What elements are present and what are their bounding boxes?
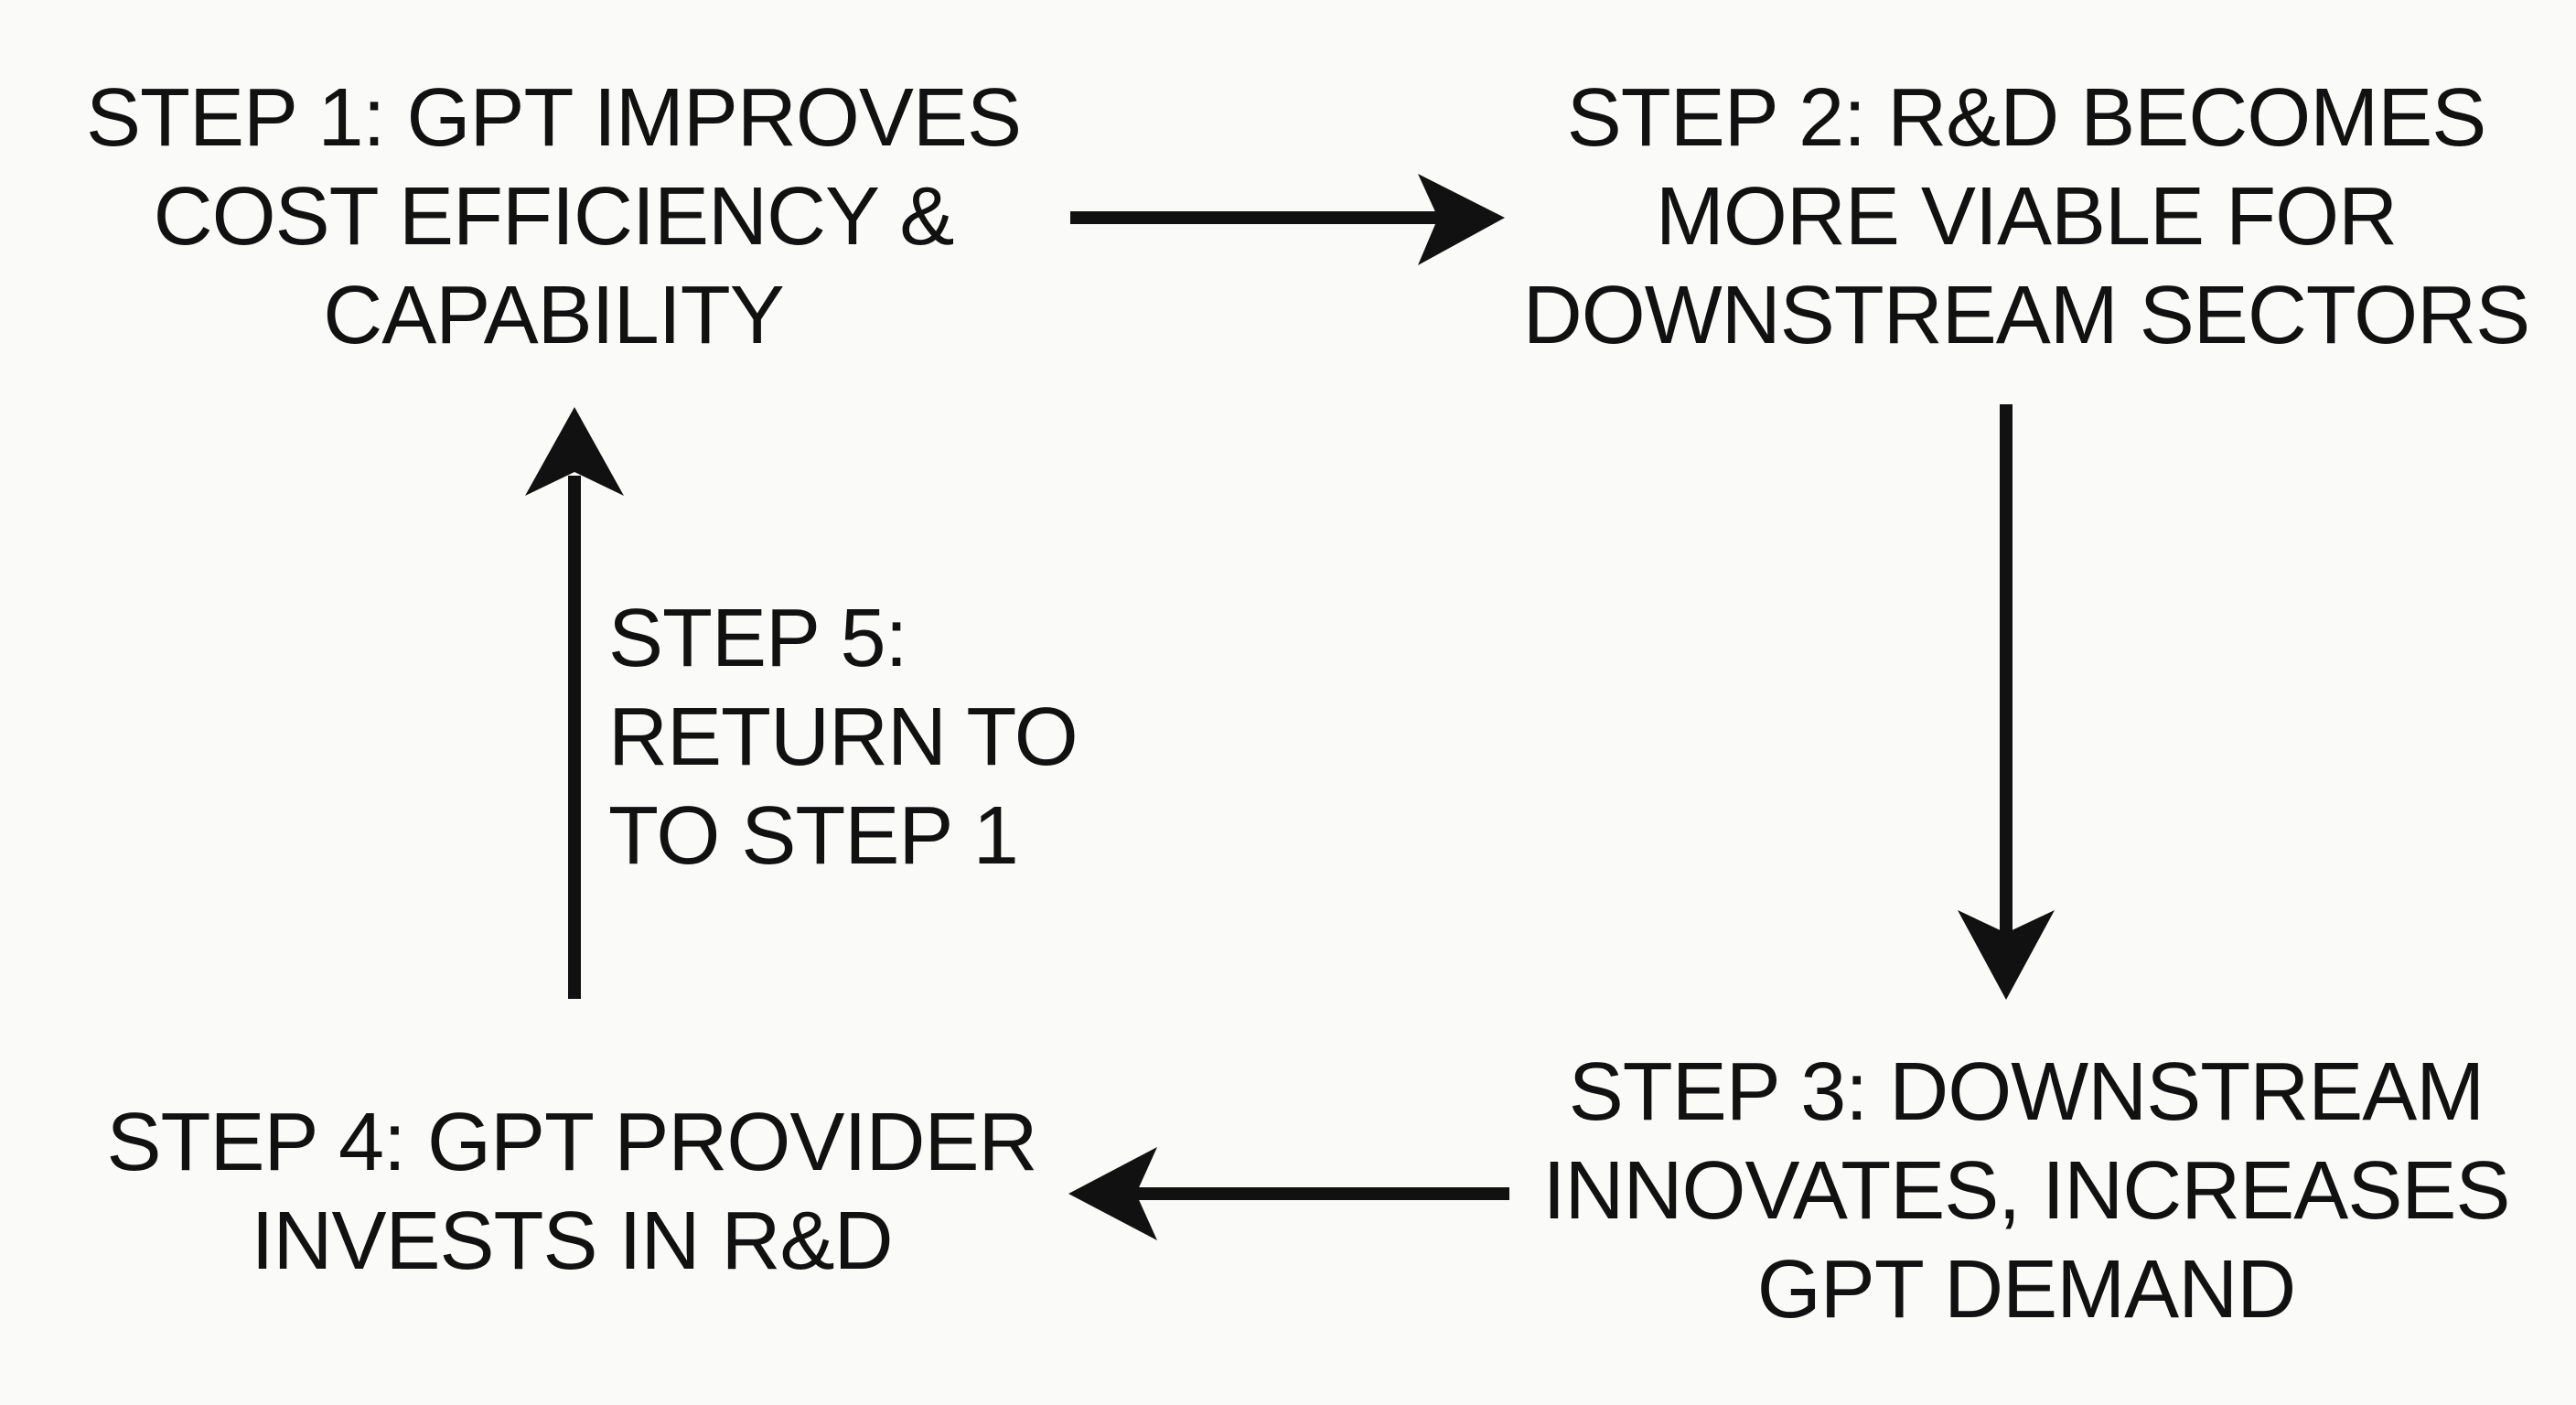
step-5-line-1: STEP 5: [608, 593, 908, 684]
step-1-line-1: STEP 1: GPT IMPROVES [86, 72, 1022, 164]
step-1-line-3: CAPABILITY [323, 270, 785, 361]
arrow-left-head [1068, 1147, 1157, 1240]
step-4-line-2: INVESTS IN R&D [251, 1196, 893, 1287]
step-5-label: STEP 5: RETURN TO TO STEP 1 [608, 589, 1121, 885]
arrow-step4-to-step1 [525, 407, 624, 999]
arrow-down-head [1958, 910, 2055, 1000]
arrow-step3-to-step4 [1068, 1147, 1509, 1240]
step-5-line-2: RETURN TO [608, 692, 1079, 783]
step-2-label: STEP 2: R&D BECOMES MORE VIABLE FOR DOWN… [1500, 69, 2552, 365]
step-2-line-2: MORE VIABLE FOR [1655, 171, 2398, 263]
step-2-line-3: DOWNSTREAM SECTORS [1522, 270, 2530, 361]
step-2-line-1: STEP 2: R&D BECOMES [1566, 72, 2487, 164]
arrow-step1-to-step2 [1070, 174, 1505, 265]
step-1-line-2: COST EFFICIENCY & [153, 171, 955, 263]
step-5-line-3: TO STEP 1 [608, 790, 1019, 882]
arrow-step2-to-step3 [1958, 404, 2055, 1000]
step-3-label: STEP 3: DOWNSTREAM INNOVATES, INCREASES … [1519, 1043, 2534, 1339]
step-4-label: STEP 4: GPT PROVIDER INVESTS IN R&D [91, 1093, 1052, 1291]
step-4-line-1: STEP 4: GPT PROVIDER [106, 1097, 1038, 1188]
step-3-line-2: INNOVATES, INCREASES [1542, 1145, 2511, 1237]
arrow-up-head [525, 407, 624, 496]
step-1-label: STEP 1: GPT IMPROVES COST EFFICIENCY & C… [37, 69, 1070, 365]
step-3-line-1: STEP 3: DOWNSTREAM [1568, 1046, 2485, 1138]
arrow-right-head [1418, 174, 1505, 265]
step-3-line-3: GPT DEMAND [1756, 1244, 2296, 1335]
